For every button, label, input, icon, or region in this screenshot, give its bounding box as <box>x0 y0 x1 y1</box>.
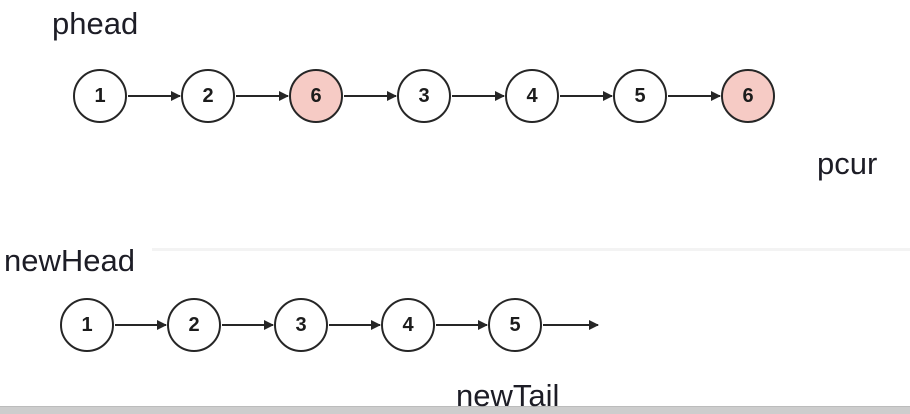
list-node: 1 <box>73 69 127 123</box>
list-node: 5 <box>488 298 542 352</box>
list-node: 3 <box>397 69 451 123</box>
phead-label: phead <box>52 6 139 41</box>
next-pointer-arrow <box>452 91 505 101</box>
next-pointer-arrow <box>236 91 289 101</box>
list-node: 6 <box>289 69 343 123</box>
list-node: 3 <box>274 298 328 352</box>
next-pointer-arrow <box>115 320 167 330</box>
null-pointer-arrow <box>543 320 599 330</box>
newhead-label: newHead <box>4 243 135 278</box>
bottom-edge-bar <box>0 406 910 414</box>
next-pointer-arrow <box>560 91 613 101</box>
next-pointer-arrow <box>222 320 274 330</box>
list-node: 2 <box>181 69 235 123</box>
list-node: 4 <box>505 69 559 123</box>
list-node: 4 <box>381 298 435 352</box>
list-node: 6 <box>721 69 775 123</box>
next-pointer-arrow <box>128 91 181 101</box>
faint-artifact-line <box>152 248 910 251</box>
pcur-label: pcur <box>817 146 878 181</box>
next-pointer-arrow <box>668 91 721 101</box>
next-pointer-arrow <box>436 320 488 330</box>
list-node: 1 <box>60 298 114 352</box>
next-pointer-arrow <box>329 320 381 330</box>
newtail-label: newTail <box>456 378 560 413</box>
list-node: 5 <box>613 69 667 123</box>
next-pointer-arrow <box>344 91 397 101</box>
list-node: 2 <box>167 298 221 352</box>
